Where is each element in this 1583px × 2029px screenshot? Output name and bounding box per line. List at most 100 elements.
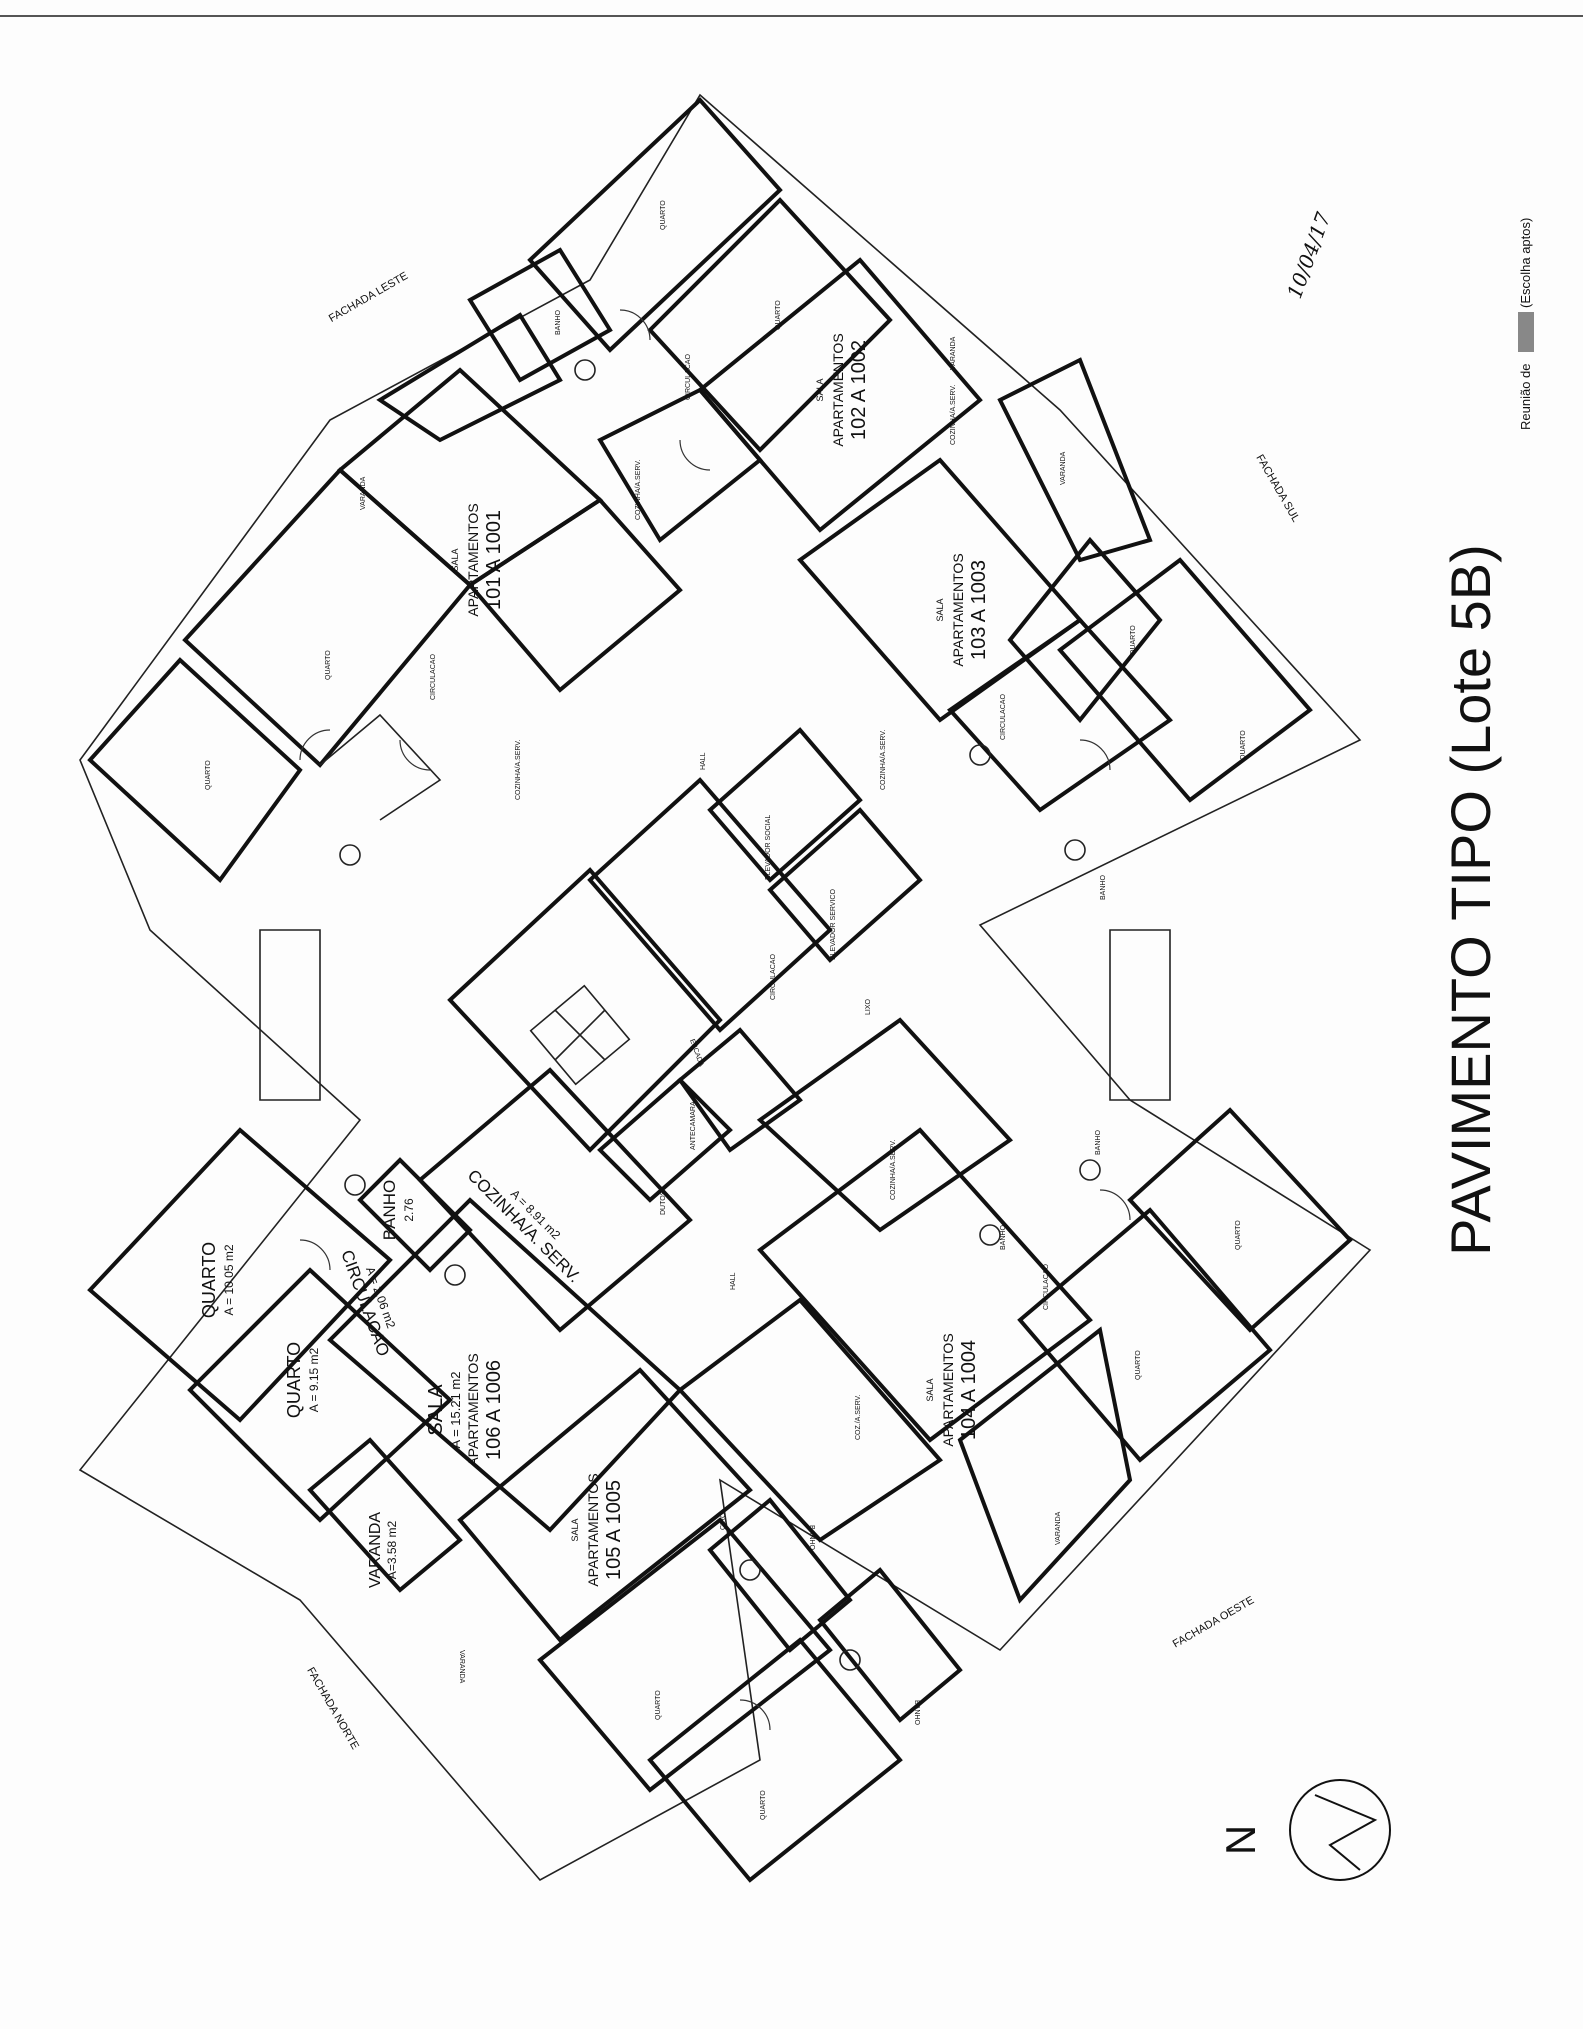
room-quarto-label: QUARTO — [760, 1790, 767, 1820]
svg-text:FACHADA SUL: FACHADA SUL — [1253, 453, 1301, 525]
room-quarto-label: QUARTO — [1235, 1220, 1242, 1250]
svg-text:SALA: SALA — [935, 598, 945, 621]
building-outline — [78, 93, 1372, 1882]
room-banho-label: BANHO — [555, 310, 562, 335]
lixo-label: LIXO — [865, 998, 872, 1015]
room-cozinha-label: COZINHA/A.SERV. — [950, 385, 957, 445]
apartment-104 — [756, 1017, 1353, 1604]
room-banho-label: BANHO — [1100, 875, 1107, 900]
svg-text:106 A 1006: 106 A 1006 — [483, 1360, 505, 1460]
svg-text:103 A 1003: 103 A 1003 — [968, 560, 990, 660]
svg-text:102 A 1002: 102 A 1002 — [848, 340, 870, 440]
svg-text:FACHADA OESTE: FACHADA OESTE — [1171, 1594, 1256, 1650]
hall-label: HALL — [700, 752, 707, 770]
room-cozinha-label: COZINHA/A.SERV. — [880, 730, 887, 790]
svg-text:FACHADA NORTE: FACHADA NORTE — [304, 1665, 361, 1751]
svg-text:COZINHA/A. SERV.: COZINHA/A. SERV. — [464, 1166, 584, 1286]
north-label: N — [1217, 1825, 1264, 1855]
svg-text:(Escolha aptos): (Escolha aptos) — [1518, 218, 1533, 308]
room-quarto-label: QUARTO — [1130, 625, 1137, 655]
svg-text:QUARTO: QUARTO — [199, 1242, 219, 1318]
central-core — [259, 727, 1171, 1203]
room-circulacao-label: CIRCULACAO — [1043, 1264, 1050, 1310]
apartment-103 — [797, 357, 1313, 861]
circ-label: CIRC. — [720, 1511, 727, 1530]
svg-text:VARANDA: VARANDA — [367, 1512, 384, 1588]
north-arrow-circle — [1289, 1779, 1391, 1881]
redacted-date — [1518, 312, 1534, 352]
svg-text:APARTAMENTOS: APARTAMENTOS — [830, 333, 846, 446]
room-varanda-label: VARANDA — [950, 336, 957, 370]
room-cozinha-label: COZINHA/A.SERV. — [890, 1140, 897, 1200]
svg-text:FACHADA LESTE: FACHADA LESTE — [327, 270, 410, 325]
svg-text:A = 9.15 m2: A = 9.15 m2 — [307, 1347, 321, 1412]
room-quarto-label: QUARTO — [660, 200, 667, 230]
svg-text:APARTAMENTOS: APARTAMENTOS — [950, 553, 966, 666]
svg-text:A = 15.21 m2: A = 15.21 m2 — [448, 1372, 463, 1449]
room-coz-label: COZ./A.SERV. — [855, 1394, 862, 1440]
apt-106-quarto-2: QUARTO A = 9.15 m2 — [284, 1342, 321, 1418]
apt-103-label: SALA APARTAMENTOS 103 A 1003 — [935, 553, 990, 666]
elevador-servico-label: ELEVADOR SERVICO — [830, 889, 837, 960]
svg-text:105 A 1005: 105 A 1005 — [603, 1480, 625, 1580]
room-cozinha-label: COZINHA/A.SERV. — [635, 460, 642, 520]
room-varanda-label: VARANDA — [360, 476, 367, 510]
hall-label: HALL — [730, 1272, 737, 1290]
facade-oeste: FACHADA OESTE — [1171, 1594, 1256, 1650]
apartment-101 — [87, 312, 683, 883]
apartment-105 — [457, 1297, 963, 1883]
svg-text:SALA: SALA — [570, 1518, 580, 1541]
handwritten-date: 10/04/17 — [1282, 209, 1335, 302]
room-cozinha-label: COZINHA/A.SERV. — [515, 740, 522, 800]
elevador-social-label: ELEVADOR SOCIAL — [765, 815, 772, 880]
apt-105-label: SALA APARTAMENTOS 105 A 1005 — [570, 1473, 625, 1586]
room-circulacao-label: CIRCULACAO — [685, 354, 692, 400]
svg-text:APARTAMENTOS: APARTAMENTOS — [940, 1333, 956, 1446]
room-circulacao-label: CIRCULACAO — [1000, 694, 1007, 740]
svg-text:A=3.58 m2: A=3.58 m2 — [385, 1520, 399, 1579]
svg-text:Reunião de: Reunião de — [1518, 364, 1533, 431]
svg-text:BANHO: BANHO — [380, 1180, 399, 1240]
room-varanda-label: VARANDA — [1060, 451, 1067, 485]
room-varanda-label: VARANDA — [458, 1650, 465, 1684]
svg-text:QUARTO: QUARTO — [284, 1342, 304, 1418]
apartment-106 — [87, 1067, 693, 1593]
meeting-note: Reunião de (Escolha aptos) — [1518, 218, 1534, 430]
svg-text:SALA: SALA — [815, 378, 825, 401]
svg-text:APARTAMENTOS: APARTAMENTOS — [585, 1473, 601, 1586]
svg-text:SALA: SALA — [450, 548, 460, 571]
room-quarto-label: QUARTO — [205, 760, 212, 790]
page-title: PAVIMENTO TIPO (Lote 5B) — [1439, 544, 1502, 1256]
room-banho-label: BANHO — [1095, 1130, 1102, 1155]
svg-text:2.76: 2.76 — [402, 1198, 416, 1222]
north-arrow-icon — [1314, 1794, 1378, 1871]
room-quarto-label: QUARTO — [655, 1690, 662, 1720]
svg-text:APARTAMENTOS: APARTAMENTOS — [465, 503, 481, 616]
apt-106-label: SALA A = 15.21 m2 APARTAMENTOS 106 A 100… — [425, 1353, 505, 1466]
facade-norte: FACHADA NORTE — [304, 1665, 361, 1751]
apt-101-label: SALA APARTAMENTOS 101 A 1001 — [450, 503, 505, 616]
svg-text:PAVIMENTO TIPO (Lote 5B): PAVIMENTO TIPO (Lote 5B) — [1439, 544, 1502, 1256]
room-banho-label: BANHO — [808, 1525, 815, 1550]
antecamara-label: ANTECAMARA — [690, 1101, 697, 1150]
svg-text:101 A 1001: 101 A 1001 — [483, 510, 505, 610]
room-banho-label: BANHO — [913, 1700, 920, 1725]
svg-text:104 A 1004: 104 A 1004 — [958, 1340, 980, 1440]
apartment-102 — [467, 97, 983, 543]
svg-text:SALA: SALA — [425, 1384, 447, 1436]
svg-text:APARTAMENTOS: APARTAMENTOS — [465, 1353, 481, 1466]
escada-label: ESCADA — [688, 1038, 705, 1068]
apt-104-label: SALA APARTAMENTOS 104 A 1004 — [925, 1333, 980, 1446]
room-quarto-label: QUARTO — [1240, 730, 1247, 760]
facade-leste: FACHADA LESTE — [327, 270, 410, 325]
room-quarto-label: QUARTO — [775, 300, 782, 330]
apt-106-circulacao: CIRCULACAO A = 2.06 m2 — [337, 1247, 398, 1358]
svg-text:10/04/17: 10/04/17 — [1282, 209, 1335, 302]
apt-106-banho: BANHO 2.76 — [380, 1180, 416, 1240]
svg-text:A = 10.05 m2: A = 10.05 m2 — [222, 1244, 236, 1315]
room-circulacao-label: CIRCULACAO — [430, 654, 437, 700]
room-varanda-label: VARANDA — [1055, 1511, 1062, 1545]
apt-106-cozinha: COZINHA/A. SERV. A = 8.91 m2 — [464, 1166, 584, 1286]
